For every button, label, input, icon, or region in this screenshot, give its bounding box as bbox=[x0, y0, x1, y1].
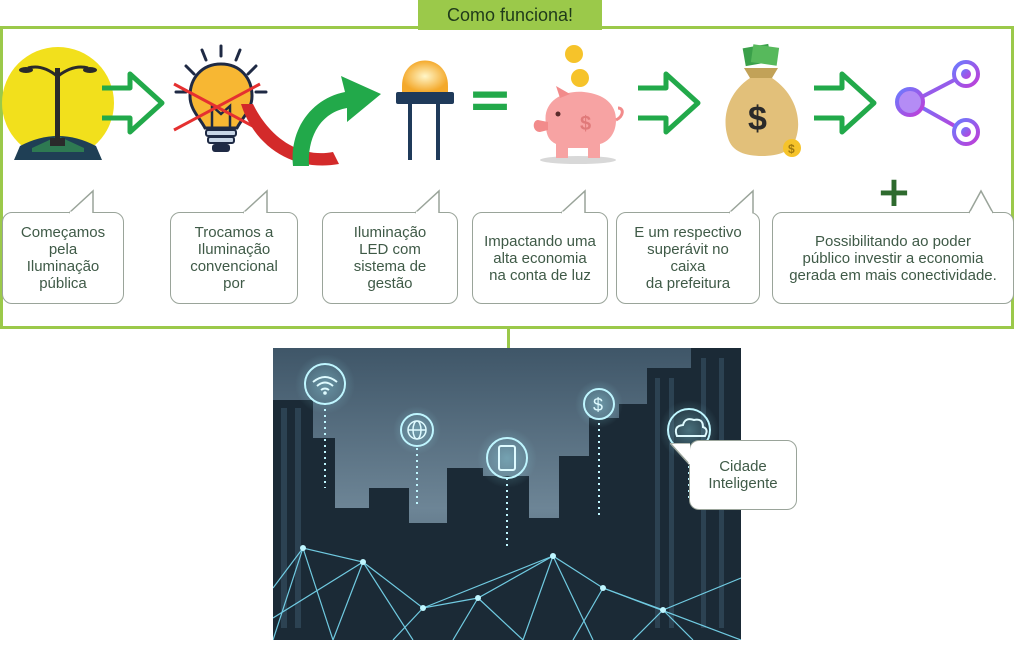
step-bubble-4: Impactando uma alta economia na conta de… bbox=[472, 189, 608, 304]
curved-arrow-icon bbox=[241, 76, 381, 166]
bubble-tail bbox=[670, 443, 690, 465]
step-text: Começamos pela Iluminação pública bbox=[20, 224, 106, 292]
bubble-tail bbox=[68, 189, 94, 215]
tablet-icon bbox=[477, 428, 537, 488]
title-tab: Como funciona! bbox=[418, 0, 602, 30]
bracket-right-line bbox=[1011, 26, 1014, 328]
led-icon bbox=[396, 60, 454, 160]
street-light-icon bbox=[2, 47, 114, 160]
step-bubble-2: Trocamos a Iluminação convencional por bbox=[170, 189, 298, 304]
bubble-tail bbox=[968, 189, 994, 215]
smart-city-illustration: $ bbox=[273, 348, 741, 640]
dollar-icon: $ bbox=[575, 380, 623, 428]
globe-icon bbox=[393, 406, 441, 454]
svg-text:$: $ bbox=[788, 142, 795, 156]
svg-text:$: $ bbox=[593, 395, 603, 415]
step-text: Trocamos a Iluminação convencional por bbox=[190, 224, 278, 292]
bracket-stem-line bbox=[507, 326, 510, 348]
step-text: Iluminação LED com sistema de gestão bbox=[353, 224, 427, 292]
green-arrow-icon bbox=[638, 71, 701, 135]
svg-text:$: $ bbox=[580, 113, 591, 135]
green-arrow-icon bbox=[102, 71, 165, 135]
money-bag-icon: $ $ bbox=[725, 43, 801, 157]
step-text: Impactando uma alta economia na conta de… bbox=[484, 232, 596, 284]
bubble-tail bbox=[560, 189, 586, 215]
step-text: Possibilitando ao poder público investir… bbox=[789, 232, 997, 284]
step-text: E um respectivo superávit no caixa da pr… bbox=[634, 224, 742, 292]
green-arrow-icon bbox=[814, 71, 877, 135]
bubble-tail bbox=[242, 189, 268, 215]
plus-sign: + bbox=[876, 167, 912, 216]
bubble-tail bbox=[414, 189, 440, 215]
piggy-bank-icon: $ bbox=[533, 45, 624, 164]
city-callout: Cidade Inteligente bbox=[670, 440, 797, 510]
step-bubble-1: Começamos pela Iluminação pública bbox=[2, 189, 124, 304]
svg-text:$: $ bbox=[748, 100, 767, 138]
bubble-tail bbox=[728, 189, 754, 215]
wifi-icon bbox=[295, 354, 355, 414]
step-bubble-6: Possibilitando ao poder público investir… bbox=[772, 189, 1014, 304]
city-callout-text: Cidade Inteligente bbox=[708, 458, 778, 492]
step-bubble-3: Iluminação LED com sistema de gestão bbox=[322, 189, 458, 304]
bracket-left-line bbox=[0, 26, 3, 328]
crossed-bulb-icon bbox=[173, 44, 268, 152]
smart-city-image: $ bbox=[273, 348, 741, 640]
step-bubble-5: E um respectivo superávit no caixa da pr… bbox=[616, 189, 760, 304]
share-network-icon bbox=[895, 60, 980, 146]
equals-sign: = bbox=[467, 68, 513, 131]
